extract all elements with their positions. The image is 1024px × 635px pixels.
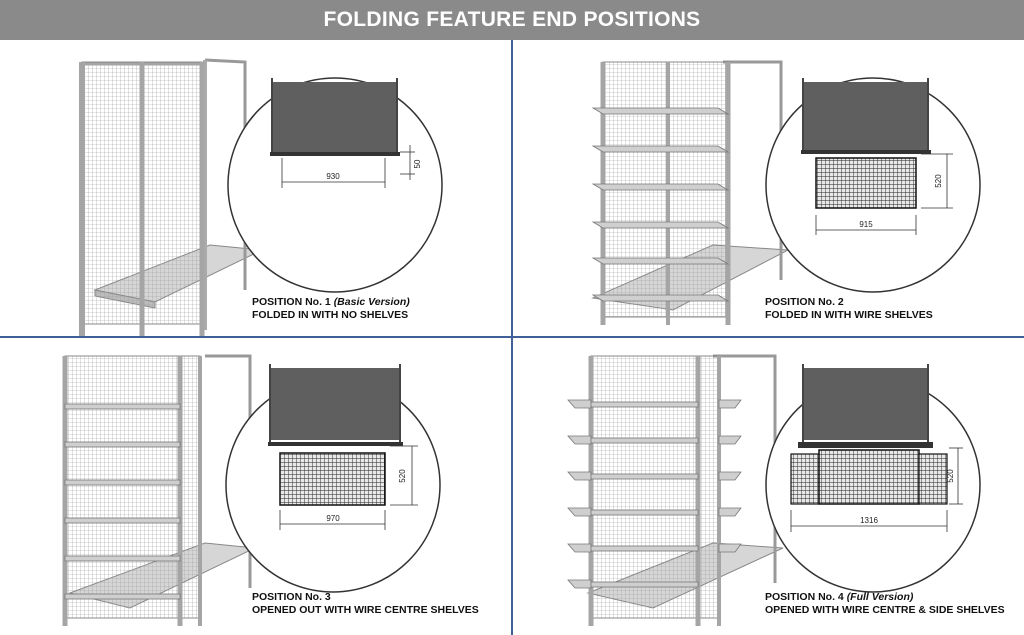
position-2-label: POSITION No. 2 [765, 296, 844, 308]
position-4-shelving-illustration [567, 354, 981, 626]
position-2-height-dim: 520 [934, 174, 943, 188]
position-1-width-dim: 930 [326, 172, 340, 181]
position-1-shelving-illustration [79, 58, 443, 336]
position-4-width-dim: 1316 [860, 516, 878, 525]
position-1-label: POSITION No. 1 [252, 296, 331, 308]
position-3-description: OPENED OUT WITH WIRE CENTRE SHELVES [252, 604, 479, 616]
position-1-caption: POSITION No. 1 (Basic Version) FOLDED IN… [252, 296, 410, 322]
position-1-description: FOLDED IN WITH NO SHELVES [252, 309, 409, 321]
position-4-label: POSITION No. 4 [765, 591, 844, 603]
position-4-panel: 1316 520 POSITION No. 4 (Full Version) O… [513, 338, 1024, 635]
page-title: FOLDING FEATURE END POSITIONS [0, 0, 1024, 40]
position-3-width-dim: 970 [326, 514, 340, 523]
position-1-height-dim: 50 [413, 159, 422, 168]
position-3-panel: 970 520 POSITION No. 3 OPENED OUT WITH W… [0, 338, 511, 635]
position-2-shelving-illustration [591, 60, 981, 325]
position-2-description: FOLDED IN WITH WIRE SHELVES [765, 309, 933, 321]
position-3-height-dim: 520 [398, 469, 407, 483]
position-2-width-dim: 915 [859, 220, 873, 229]
position-2-panel: 915 520 POSITION No. 2 FOLDED IN WITH WI… [513, 40, 1024, 336]
position-2-caption: POSITION No. 2 FOLDED IN WITH WIRE SHELV… [765, 296, 933, 322]
position-4-height-dim: 520 [946, 469, 955, 483]
position-3-shelving-illustration [62, 354, 441, 626]
position-1-version: (Basic Version) [333, 296, 410, 308]
position-3-label: POSITION No. 3 [252, 591, 331, 603]
position-1-panel: 930 50 POSITION No. 1 (Basic Version) FO… [0, 40, 511, 336]
horizontal-divider [0, 336, 1024, 338]
position-4-caption: POSITION No. 4 (Full Version) OPENED WIT… [765, 591, 1005, 617]
position-3-caption: POSITION No. 3 OPENED OUT WITH WIRE CENT… [252, 591, 479, 617]
position-4-version: (Full Version) [846, 591, 914, 603]
position-4-description: OPENED WITH WIRE CENTRE & SIDE SHELVES [765, 604, 1005, 616]
